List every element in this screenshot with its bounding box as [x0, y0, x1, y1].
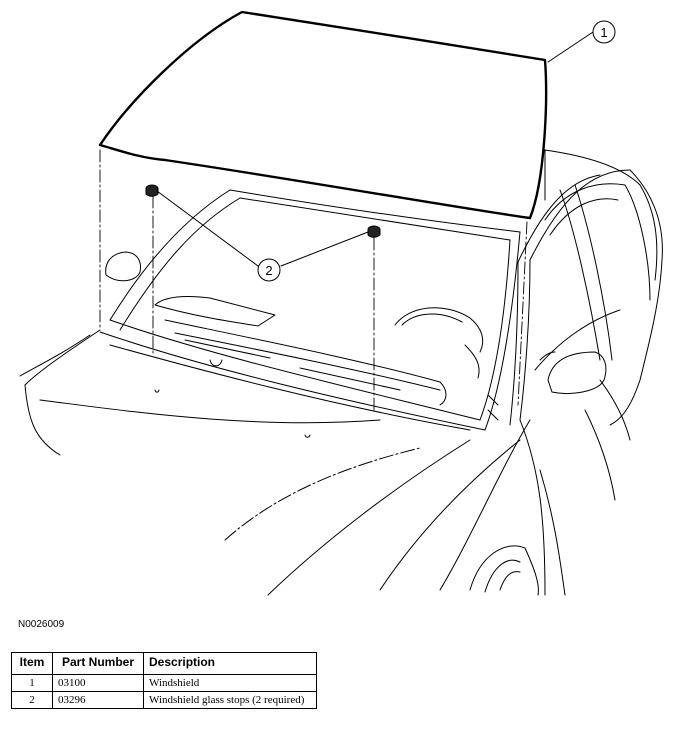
installation-lines: [99, 149, 528, 413]
row-item: 2: [11, 691, 53, 709]
callout-leaders: [156, 31, 594, 267]
glass-stop-right: [367, 225, 381, 238]
windshield-diagram: 1 2: [19, 10, 663, 596]
row-description: Windshield glass stops (2 required): [143, 691, 317, 709]
header-description: Description: [143, 652, 317, 675]
table-header-row: Item Part Number Description: [11, 652, 317, 675]
table-row: 2 03296 Windshield glass stops (2 requir…: [11, 691, 317, 709]
glass-stop-left: [145, 184, 159, 197]
callout-2-circle: [257, 258, 281, 282]
figure-id: N0026009: [18, 619, 65, 630]
row-part-number: 03296: [52, 691, 144, 709]
row-part-number: 03100: [52, 674, 144, 692]
callout-1-circle: [592, 20, 616, 44]
header-part-number: Part Number: [52, 652, 144, 675]
parts-table: Item Part Number Description 1 03100 Win…: [11, 652, 317, 709]
vehicle-outline: [19, 149, 663, 596]
row-description: Windshield: [143, 674, 317, 692]
callout-1-label: 1: [600, 25, 607, 40]
callout-2-label: 2: [265, 263, 272, 278]
windshield-glass: [98, 10, 548, 220]
row-item: 1: [11, 674, 53, 692]
table-row: 1 03100 Windshield: [11, 674, 317, 692]
header-item: Item: [11, 652, 53, 675]
